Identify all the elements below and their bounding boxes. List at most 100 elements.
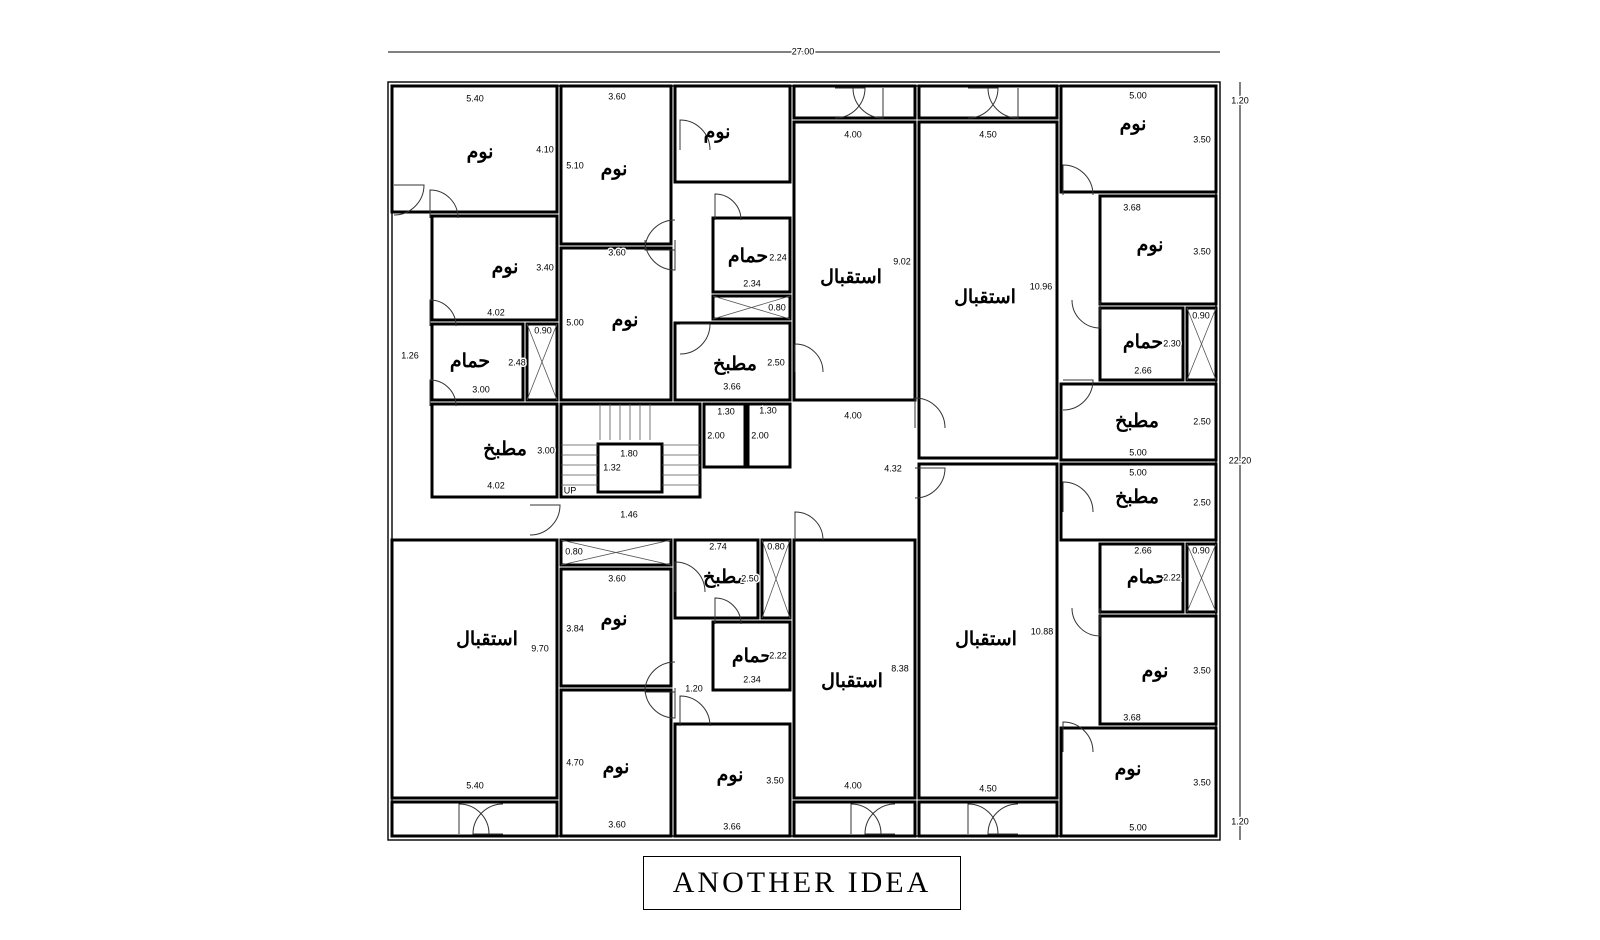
door-swing <box>429 379 457 407</box>
room-label-bedroom: نوم <box>1137 234 1164 256</box>
door-swing <box>644 661 676 693</box>
room-outline <box>390 800 559 838</box>
room-label-bedroom: نوم <box>704 121 731 143</box>
dimension-label: 4.70 <box>566 757 584 767</box>
room-label-bathroom: حمام <box>728 245 768 267</box>
room-outline <box>702 402 747 469</box>
door-swing <box>852 87 884 119</box>
dimension-lines <box>388 51 1241 840</box>
shaft-cross <box>761 539 791 619</box>
room-outline <box>1098 306 1185 382</box>
room-outline <box>917 120 1059 460</box>
dimension-label: 3.60 <box>608 573 626 583</box>
room-outline <box>430 402 559 499</box>
dimension-label: 5.00 <box>1129 822 1147 832</box>
door-swing <box>1071 299 1101 329</box>
room-outline <box>559 567 673 688</box>
dimension-label: 0.80 <box>565 546 583 556</box>
room-outline <box>1098 194 1218 306</box>
room-label-bedroom: نوم <box>601 608 628 630</box>
dimension-label: 1.20 <box>685 683 703 693</box>
room-outline <box>1098 542 1185 614</box>
room-label-bedroom: نوم <box>1142 660 1169 682</box>
dimension-label: 1.32 <box>603 462 621 472</box>
dimension-label: 4.32 <box>884 463 902 473</box>
dimension-label: 1.26 <box>401 350 419 360</box>
dimension-label: 3.00 <box>472 384 490 394</box>
room-label-bedroom: نوم <box>717 764 744 786</box>
dimension-label: 2.50 <box>767 357 785 367</box>
room-outline <box>559 84 673 246</box>
labels: نومنومحماممطبخاستقبالنومنومنومحماممطبخاس… <box>400 89 1251 834</box>
room-outline <box>673 84 792 184</box>
dimension-label: 5.00 <box>1129 447 1147 457</box>
dimension-label: 4.00 <box>844 129 862 139</box>
dimension-label: 4.10 <box>536 144 554 154</box>
dimension-label: 1.80 <box>620 448 638 458</box>
door-swing <box>967 87 999 119</box>
room-outline <box>917 462 1059 800</box>
dimension-label: 2.24 <box>769 252 787 262</box>
room-outline <box>430 214 559 322</box>
room-label-bedroom: نوم <box>467 141 494 163</box>
door-swing <box>472 803 504 835</box>
dimension-label: 2.50 <box>1193 416 1211 426</box>
room-label-bedroom: نوم <box>1115 758 1142 780</box>
dimension-label: 8.38 <box>891 663 909 673</box>
dimension-label: 2.34 <box>743 278 761 288</box>
stair-up-label: UP <box>564 485 577 495</box>
dimension-label: 4.50 <box>979 783 997 793</box>
dimension-label: 3.50 <box>766 775 784 785</box>
room-label-bathroom: حمام <box>1123 331 1163 353</box>
door-swing <box>1062 379 1094 411</box>
door-swing <box>458 803 490 835</box>
dimension-label: 4.50 <box>979 129 997 139</box>
door-swing <box>644 219 676 251</box>
room-outline <box>673 722 792 838</box>
shaft <box>711 294 792 321</box>
room-outline <box>792 120 917 402</box>
dimension-label: 2.50 <box>741 573 759 583</box>
dimension-label: 2.00 <box>751 430 769 440</box>
room-outline <box>559 688 673 838</box>
dimension-label: 5.00 <box>566 317 584 327</box>
room-outline <box>917 84 1059 120</box>
dimension-label: 9.02 <box>893 256 911 266</box>
shaft <box>1185 306 1218 382</box>
dimension-label: 3.50 <box>1193 777 1211 787</box>
dimension-label: 0.90 <box>1192 545 1210 555</box>
door-swing <box>1062 721 1094 753</box>
dimension-label: 2.48 <box>508 357 526 367</box>
door-swing <box>644 687 676 719</box>
dimension-label: 3.60 <box>608 91 626 101</box>
overall-height-dimension: 22.20 <box>1229 455 1252 465</box>
door-swing <box>850 803 882 835</box>
room-label-kitchen: مطبخ <box>483 438 527 460</box>
dimension-label: 1.20 <box>1231 95 1249 105</box>
dimension-label: 2.00 <box>707 430 725 440</box>
door-swing <box>714 193 742 221</box>
room-outline <box>390 84 559 214</box>
room-outline <box>1059 462 1218 542</box>
door-swing <box>834 87 866 119</box>
dimension-label: 5.00 <box>1129 467 1147 477</box>
room-outline <box>711 620 792 692</box>
door-swing <box>1062 481 1094 513</box>
door-swing <box>794 343 824 373</box>
dimension-label: 4.00 <box>844 780 862 790</box>
dimension-label: 2.74 <box>709 541 727 551</box>
dimension-label: 3.66 <box>723 381 741 391</box>
dimension-label: 0.80 <box>768 302 786 312</box>
shaft <box>525 322 559 402</box>
dimension-label: 3.60 <box>608 247 626 257</box>
dimension-label: 3.60 <box>608 819 626 829</box>
room-label-bathroom: حمام <box>450 350 490 372</box>
dimension-label: 10.88 <box>1031 626 1054 636</box>
room-label-kitchen: مطبخ <box>1115 486 1159 508</box>
doors <box>393 87 1101 835</box>
room-outline <box>390 538 559 800</box>
dimension-label: 2.66 <box>1134 545 1152 555</box>
shaft <box>559 538 673 567</box>
dimension-label: 1.30 <box>759 405 777 415</box>
